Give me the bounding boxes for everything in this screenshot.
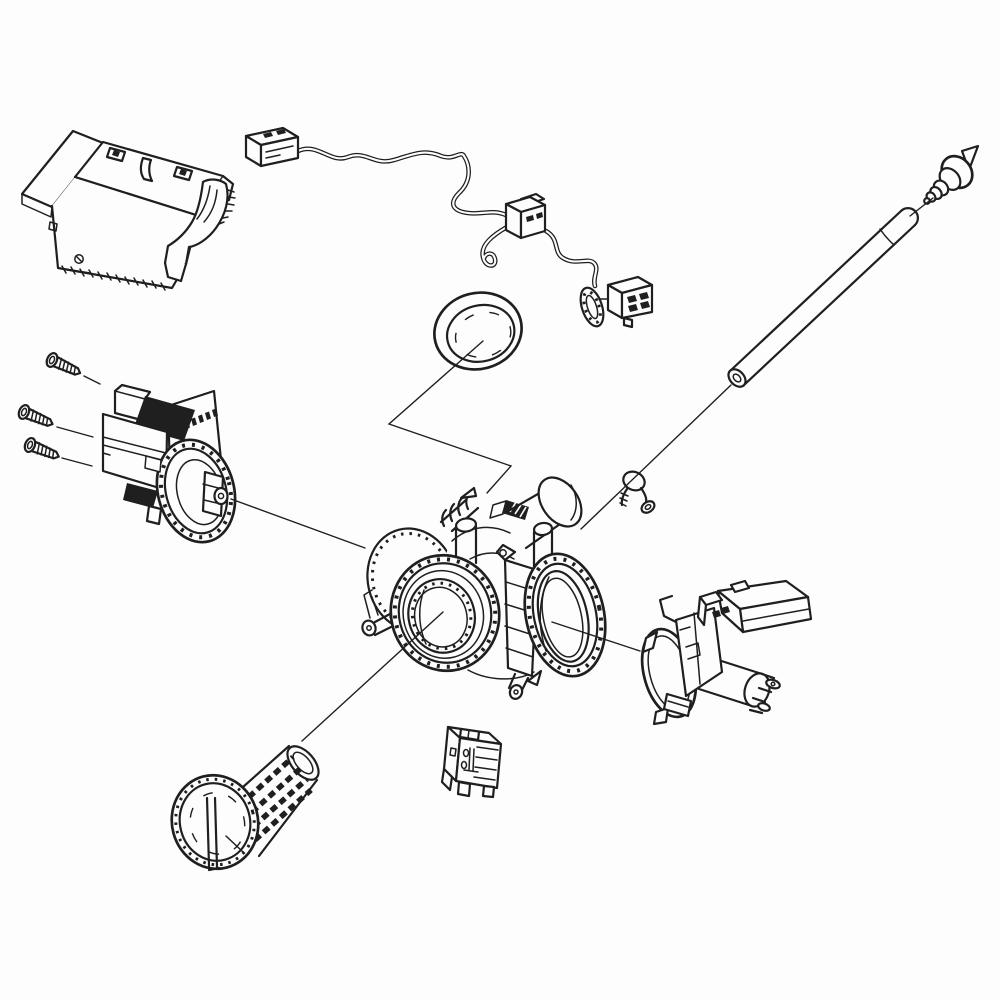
screw (23, 436, 60, 460)
harness-connector-left (244, 126, 300, 168)
leader-screw1 (83, 375, 101, 385)
drain-pump-motor (101, 383, 237, 544)
mounting-screws (17, 352, 82, 460)
seal-ring (433, 291, 523, 371)
hose-clamp (619, 470, 656, 514)
drain-tube (727, 207, 919, 388)
housing-left-ring (389, 553, 501, 673)
leader-housing-to-filter (301, 611, 444, 742)
leader-tube-to-housing (580, 384, 732, 530)
leader-seal-to-housing (387, 340, 513, 494)
drain-pump (640, 579, 813, 726)
leader-motor-to-housing (230, 498, 366, 549)
wire-connector (440, 725, 503, 799)
leader-valve-to-tube (909, 197, 934, 217)
check-valve (923, 144, 980, 205)
harness-connector-right (606, 275, 654, 329)
harness-connector-mid (504, 192, 547, 240)
leader-lines (56, 197, 934, 742)
housing-posts (454, 517, 554, 575)
leader-screw3 (61, 457, 93, 467)
screw (17, 404, 54, 427)
leader-screw2 (56, 426, 94, 438)
leader-housing-to-pump (551, 621, 641, 652)
wire-harness (244, 126, 654, 329)
pump-motor-cylinder (697, 655, 781, 715)
mounting-bracket (20, 129, 236, 291)
pump-housing (361, 476, 607, 700)
housing-clamp-screw (489, 500, 529, 520)
screw (45, 352, 82, 376)
harness-grommet (579, 286, 609, 328)
pump-cover (696, 579, 813, 634)
drain-filter (170, 744, 320, 872)
